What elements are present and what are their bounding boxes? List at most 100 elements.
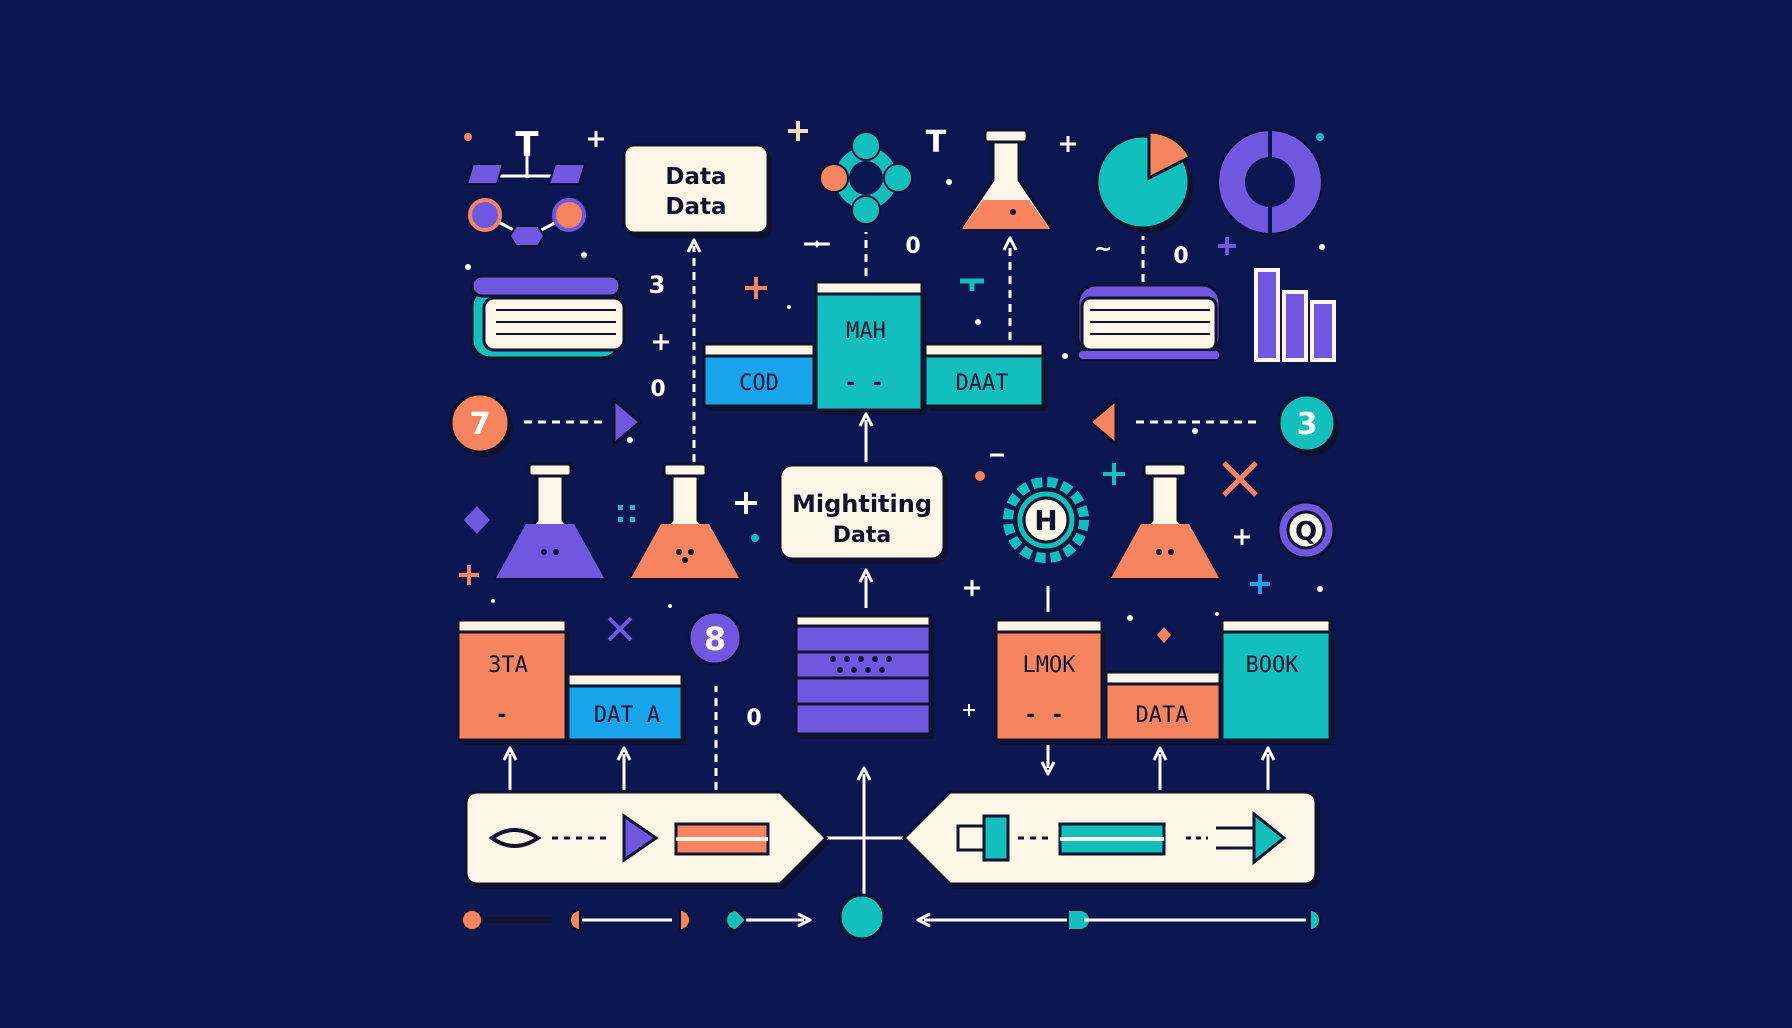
molecule-icon — [819, 131, 913, 225]
badge-label: Q — [1295, 517, 1317, 547]
book-lmok: LMOK - - — [994, 618, 1106, 745]
play-icon — [612, 396, 643, 448]
dot — [975, 319, 981, 325]
sparkle-icon — [963, 704, 975, 716]
network-graph-icon: T — [465, 125, 587, 247]
number-label: 3 — [649, 271, 666, 299]
plus-icon — [735, 492, 757, 514]
play-icon — [622, 813, 659, 863]
dot — [946, 179, 952, 185]
dot — [1127, 615, 1133, 621]
book-label: MAH — [846, 319, 886, 344]
decorations — [459, 121, 1325, 737]
flask-icon-orange-right — [1107, 462, 1223, 580]
book-cod: COD — [702, 342, 818, 411]
plus-icon — [1103, 463, 1125, 485]
t-shape-icon — [960, 278, 984, 291]
tilde-label: ~ — [1094, 237, 1112, 262]
book-sublabel: - — [495, 703, 508, 728]
close-icon — [1222, 461, 1258, 497]
mightiting-data-box: Mightiting Data — [778, 463, 948, 564]
plus-icon — [1218, 237, 1236, 255]
number-label: 0 — [746, 706, 761, 731]
search-q-icon: Q — [1276, 500, 1336, 560]
grid-dots-icon — [618, 505, 635, 522]
book-3ta: 3TA - — [456, 618, 570, 745]
book-label: LMOK — [1023, 653, 1077, 678]
book-label: DAT A — [594, 703, 660, 728]
dot — [581, 252, 587, 258]
book-data-a: DAT A — [566, 672, 686, 745]
dot — [1316, 133, 1324, 141]
box-title-line: Data — [665, 164, 726, 190]
book-math: MAH - - — [814, 280, 926, 415]
badge-3: 3 — [1277, 393, 1339, 456]
box-title-line: Data — [833, 523, 891, 548]
plus-icon — [788, 121, 808, 141]
flask-icon-purple — [492, 462, 608, 580]
dot — [1215, 612, 1219, 616]
timeline-node — [838, 893, 886, 941]
dot — [787, 305, 791, 309]
server-stack-icon — [794, 614, 934, 739]
badge-label: 7 — [470, 407, 491, 442]
book-sublabel: - - — [1024, 703, 1064, 728]
plus-icon — [588, 131, 604, 147]
sparkle-icon — [804, 240, 830, 248]
donut-chart-icon — [1217, 129, 1323, 235]
dot — [1192, 428, 1198, 434]
number-label: 0 — [1173, 244, 1188, 269]
dot — [464, 133, 472, 141]
dot — [1319, 244, 1325, 250]
plus-icon — [1234, 529, 1250, 545]
plus-icon — [964, 580, 980, 596]
eye-icon — [488, 828, 542, 848]
book-data: DATA — [1104, 670, 1224, 745]
plus-icon — [459, 565, 479, 585]
book-label: 3TA — [488, 653, 528, 678]
badge-label: 3 — [1297, 407, 1318, 442]
number-label: 0 — [905, 234, 920, 259]
plus-icon — [745, 277, 767, 299]
dot — [1317, 586, 1323, 592]
book-stack-icon-right — [1076, 283, 1222, 361]
plus-icon — [1250, 574, 1270, 594]
plus-icon — [653, 334, 669, 350]
triangle-left-icon — [1087, 396, 1118, 448]
box-title-line: Data — [665, 194, 726, 220]
book-label: BOOK — [1246, 653, 1300, 678]
box-title-line: Mightiting — [792, 490, 932, 518]
plus-icon — [1060, 136, 1076, 152]
book-book: BOOK — [1220, 618, 1334, 745]
gear-h-icon: H — [1003, 477, 1089, 563]
close-icon — [607, 616, 633, 642]
t-letter-label: T — [926, 125, 947, 160]
badge-label: H — [1034, 504, 1057, 537]
play-icon — [1252, 810, 1287, 866]
dot — [751, 534, 759, 542]
flask-icon-top — [957, 128, 1055, 231]
dot — [668, 604, 672, 608]
t-letter-label: T — [515, 125, 539, 165]
flask-icon-orange-left — [627, 462, 743, 580]
dot — [465, 264, 471, 270]
badge-label: 8 — [704, 620, 726, 658]
book-label: DATA — [1136, 703, 1189, 728]
book-label: DAAT — [956, 371, 1009, 396]
dot — [1062, 353, 1068, 359]
pipeline-left — [464, 790, 830, 889]
data-data-box: Data Data — [622, 143, 772, 238]
book-label: COD — [739, 371, 779, 396]
diamond-icon — [464, 506, 490, 534]
floating-numbers: 0 0 3 0 0 ~ T — [649, 125, 1189, 731]
number-label: 0 — [650, 377, 665, 402]
badge-8: 8 — [687, 610, 743, 666]
book-sublabel: - - — [844, 371, 884, 396]
dot — [627, 437, 633, 443]
badge-7: 7 — [449, 392, 513, 457]
diamond-icon — [1157, 627, 1171, 643]
dot — [491, 599, 495, 603]
pie-chart-icon — [1095, 130, 1193, 233]
